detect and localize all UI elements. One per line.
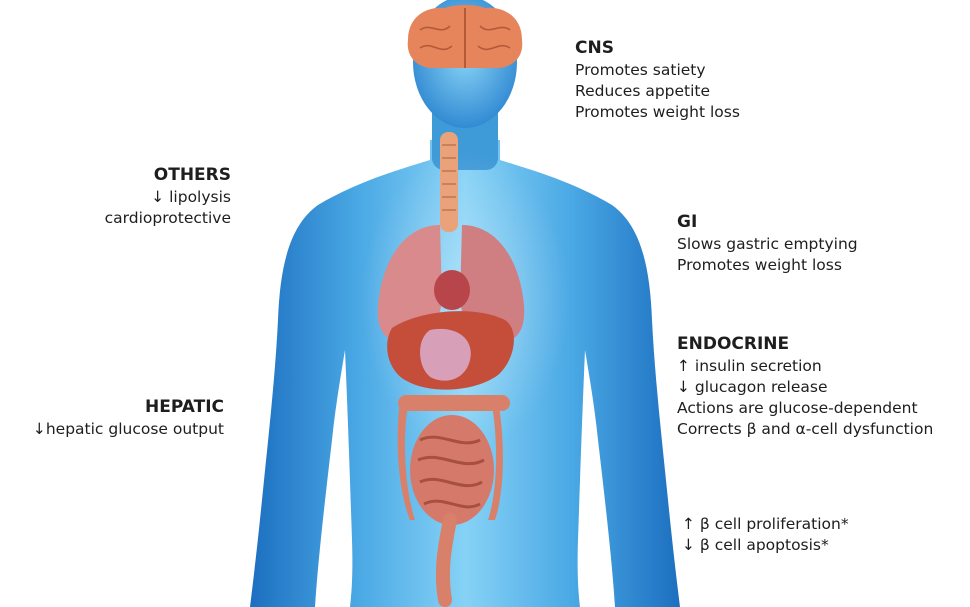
gi-heading: GI [677, 210, 858, 234]
cns-item: Promotes satiety [575, 60, 740, 81]
gi-item: Promotes weight loss [677, 255, 858, 276]
others-item: ↓ lipolysis [105, 187, 231, 208]
endocrine-item: Actions are glucose-dependent [677, 398, 933, 419]
gi-item: Slows gastric emptying [677, 234, 858, 255]
endocrine-heading: ENDOCRINE [677, 332, 933, 356]
hepatic-item: ↓hepatic glucose output [33, 419, 224, 440]
gi-block: GI Slows gastric emptying Promotes weigh… [677, 210, 858, 276]
beta-cell-item: ↓ β cell apoptosis* [682, 535, 849, 556]
cns-block: CNS Promotes satiety Reduces appetite Pr… [575, 36, 740, 123]
endocrine-block: ENDOCRINE ↑ insulin secretion ↓ glucagon… [677, 332, 933, 440]
beta-cell-item: ↑ β cell proliferation* [682, 514, 849, 535]
trachea-organ [440, 132, 458, 232]
endocrine-item: ↑ insulin secretion [677, 356, 933, 377]
hepatic-heading: HEPATIC [33, 395, 224, 419]
cns-heading: CNS [575, 36, 740, 60]
cns-item: Reduces appetite [575, 81, 740, 102]
endocrine-item: ↓ glucagon release [677, 377, 933, 398]
hepatic-block: HEPATIC ↓hepatic glucose output [33, 395, 224, 440]
others-item: cardioprotective [105, 208, 231, 229]
endocrine-item: Corrects β and α-cell dysfunction [677, 419, 933, 440]
brain-organ [408, 5, 523, 68]
beta-cell-block: ↑ β cell proliferation* ↓ β cell apoptos… [682, 514, 849, 556]
others-block: OTHERS ↓ lipolysis cardioprotective [105, 163, 231, 229]
others-heading: OTHERS [105, 163, 231, 187]
stomach-organ [420, 329, 471, 381]
cns-item: Promotes weight loss [575, 102, 740, 123]
